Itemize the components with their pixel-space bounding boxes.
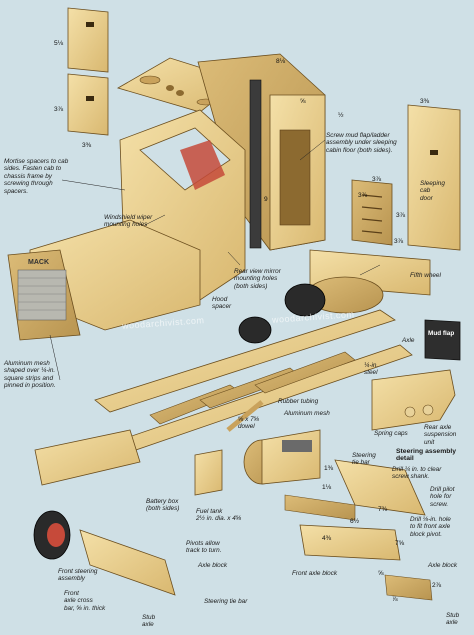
label-rear-mirror: Rear view mirror mounting holes (both si… — [234, 268, 281, 290]
mud-flap-ladder — [351, 179, 393, 246]
sleeper-door-panel — [407, 104, 461, 251]
label-rear-axle: Rear axle suspension unit — [424, 424, 457, 446]
rear-axle-suspension — [371, 369, 456, 431]
dim-stub-b: ⅞ — [392, 596, 398, 603]
grille — [7, 249, 81, 341]
label-spring-caps: Spring caps — [374, 430, 408, 437]
dim-cab-half: ½ — [338, 112, 344, 119]
steering-detail — [284, 459, 433, 601]
label-sleeping-door: Sleeping cab door — [420, 180, 445, 202]
exhaust-stack — [249, 79, 262, 249]
label-stub-axle-right: Stub axle — [446, 612, 460, 627]
label-steel: ¼-in. steel — [364, 362, 379, 377]
dim-flap-width: 3⅞ — [372, 176, 382, 183]
sleeper-cab — [197, 53, 326, 251]
label-stub-axle-left: Stub axle — [142, 614, 156, 629]
label-drill-pilot: Drill pilot hole for screw. — [430, 486, 455, 508]
front-bumper — [34, 429, 141, 486]
label-steering-tie-bar-bottom: Steering tie bar — [204, 598, 248, 605]
dim-front-axle-block: 4⅜ — [322, 535, 332, 542]
dim-cab-depth: ⅝ — [300, 98, 306, 105]
dim-stub-c: 2⅞ — [432, 582, 442, 589]
rear-wheels — [238, 283, 326, 344]
dim-axle-block: 6½ — [350, 518, 360, 525]
label-drill-front-axle: Drill ⅛-in. hole to fit front axle block… — [410, 516, 451, 538]
cab-door-upper — [67, 7, 109, 73]
label-front-axle-cross: Front axle cross bar, ⅝ in. thick — [64, 590, 106, 612]
dowel — [226, 400, 264, 432]
label-pivots: Pivots allow track to turn. — [186, 540, 222, 555]
dim-cab-height: 9 — [264, 196, 268, 203]
label-fifth-wheel: Fifth wheel — [410, 272, 441, 279]
cab-door-lower — [67, 73, 109, 136]
dim-steer-bar: 1⅜ — [324, 465, 334, 472]
label-fuel-tank: Fuel tank 2½ in. dia. x 4⅝ — [196, 508, 242, 523]
fuel-tank — [243, 429, 321, 485]
label-axle-block-right: Axle block — [428, 562, 458, 569]
label-mud-flap-tag: Mud flap — [428, 330, 455, 337]
label-battery-box: Battery box (both sides) — [146, 498, 180, 513]
battery-box — [194, 449, 223, 496]
label-windshield: Windshield wiper mounting holes — [104, 214, 153, 229]
dim-stub-a: ⅝ — [378, 570, 384, 577]
label-dowel: ⅝ x 7⅝ dowel — [238, 416, 259, 431]
front-steering-assembly — [33, 510, 176, 596]
mud-flap-block — [424, 319, 461, 361]
label-mortise: Mortise spacers to cab sides. Fasten cab… — [4, 158, 69, 195]
label-hood-spacer: Hood spacer — [212, 296, 232, 311]
dim-flap-side: 3⅞ — [358, 192, 368, 199]
dim-sleeper-door-width: 3⅜ — [420, 98, 430, 105]
dim-door-width: 3⅜ — [82, 142, 92, 149]
label-front-steering: Front steering assembly — [58, 568, 98, 583]
label-aluminum-mesh-mid: Aluminum mesh — [284, 410, 330, 417]
dim-frame-depth: 1⅛ — [322, 484, 332, 491]
label-steering-tie-bar-top: Steering tie bar — [352, 452, 376, 467]
label-mud-flap: Screw mud flap/ladder assembly under sle… — [326, 132, 397, 154]
dim-door-top: 5⅛ — [54, 40, 64, 47]
dim-tie-bar-mid: 7⅝ — [395, 540, 405, 547]
label-rubber-tubing: Rubber tubing — [278, 398, 319, 405]
dim-tie-bar-total: 7⅜ — [378, 506, 388, 513]
chassis-frame — [94, 309, 413, 453]
label-aluminum-mesh-left: Aluminum mesh shaped over ¼-in. square s… — [4, 360, 56, 390]
dim-cab-width: 8⅛ — [276, 58, 286, 65]
dim-sleeper-door-height: 3⅞ — [396, 212, 406, 219]
dim-flap-height: 3⅞ — [394, 238, 404, 245]
label-front-axle-block: Front axle block — [292, 570, 338, 577]
fifth-wheel — [306, 249, 431, 314]
label-axle-block-left: Axle block — [198, 562, 228, 569]
label-steering-detail: Steering assembly detail — [396, 448, 457, 463]
dim-door-bottom: 3⅞ — [54, 106, 64, 113]
label-axle: Axle — [402, 337, 415, 344]
brand-plate: MACK — [28, 259, 49, 266]
label-drill-quarter: Drill ¼ in. to clear screw shank. — [392, 466, 442, 481]
